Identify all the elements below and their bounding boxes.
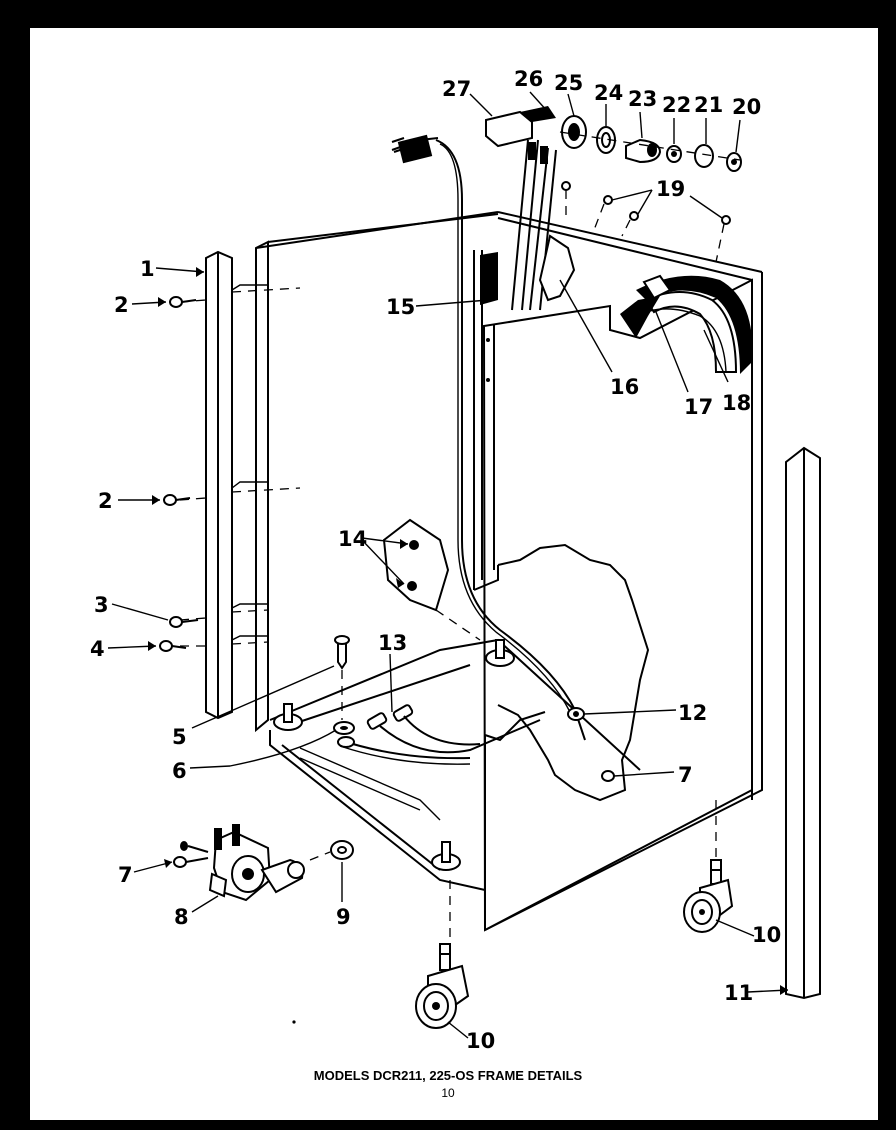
callout-3: 3 bbox=[94, 593, 109, 617]
caster-wheel-right bbox=[683, 859, 734, 933]
callout-17: 17 bbox=[684, 395, 713, 419]
callout-14: 14 bbox=[338, 527, 367, 551]
power-cord bbox=[391, 106, 586, 741]
arrowheads bbox=[148, 267, 788, 995]
callout-7-left: 7 bbox=[118, 863, 133, 887]
callout-2-lower: 2 bbox=[98, 489, 113, 513]
callout-labels: 1 2 2 3 4 5 6 7 7 8 9 10 10 11 12 13 14 … bbox=[90, 67, 781, 1053]
diagram-caption: MODELS DCR211, 225-OS FRAME DETAILS bbox=[313, 1068, 583, 1083]
leader-lines bbox=[107, 91, 789, 1039]
callout-10-right: 10 bbox=[752, 923, 781, 947]
callout-15: 15 bbox=[386, 295, 415, 319]
callout-8: 8 bbox=[174, 905, 189, 929]
duct-and-bracket bbox=[538, 234, 753, 374]
callout-19: 19 bbox=[656, 177, 685, 201]
washer bbox=[330, 840, 354, 860]
callout-10-left: 10 bbox=[466, 1029, 495, 1053]
callout-18: 18 bbox=[722, 391, 751, 415]
left-front-strip bbox=[179, 250, 301, 720]
callout-11: 11 bbox=[724, 981, 753, 1005]
callout-12: 12 bbox=[678, 701, 707, 725]
callout-2-upper: 2 bbox=[114, 293, 129, 317]
callout-22: 22 bbox=[662, 93, 691, 117]
callout-7-right: 7 bbox=[678, 763, 693, 787]
callout-4: 4 bbox=[90, 637, 105, 661]
callout-27: 27 bbox=[442, 77, 471, 101]
callout-20: 20 bbox=[732, 95, 761, 119]
screw-icons-top bbox=[561, 181, 731, 263]
callout-24: 24 bbox=[594, 81, 623, 105]
callout-5: 5 bbox=[172, 725, 187, 749]
callout-6: 6 bbox=[172, 759, 187, 783]
page-number: 10 bbox=[441, 1086, 455, 1100]
callout-21: 21 bbox=[694, 93, 723, 117]
right-front-strip bbox=[785, 446, 821, 1000]
caster-wheel-left bbox=[415, 943, 470, 1029]
water-valve bbox=[173, 824, 331, 902]
callout-26: 26 bbox=[514, 67, 543, 91]
cabinet-frame bbox=[255, 211, 763, 932]
screw-icons-left bbox=[159, 296, 199, 652]
callout-9: 9 bbox=[336, 905, 351, 929]
caster-mounts bbox=[273, 639, 717, 944]
callout-23: 23 bbox=[628, 87, 657, 111]
callout-13: 13 bbox=[378, 631, 407, 655]
callout-16: 16 bbox=[610, 375, 639, 399]
callout-25: 25 bbox=[554, 71, 583, 95]
control-knob-parts bbox=[559, 115, 742, 172]
base-screw-and-washer bbox=[333, 635, 355, 748]
callout-1: 1 bbox=[140, 257, 155, 281]
